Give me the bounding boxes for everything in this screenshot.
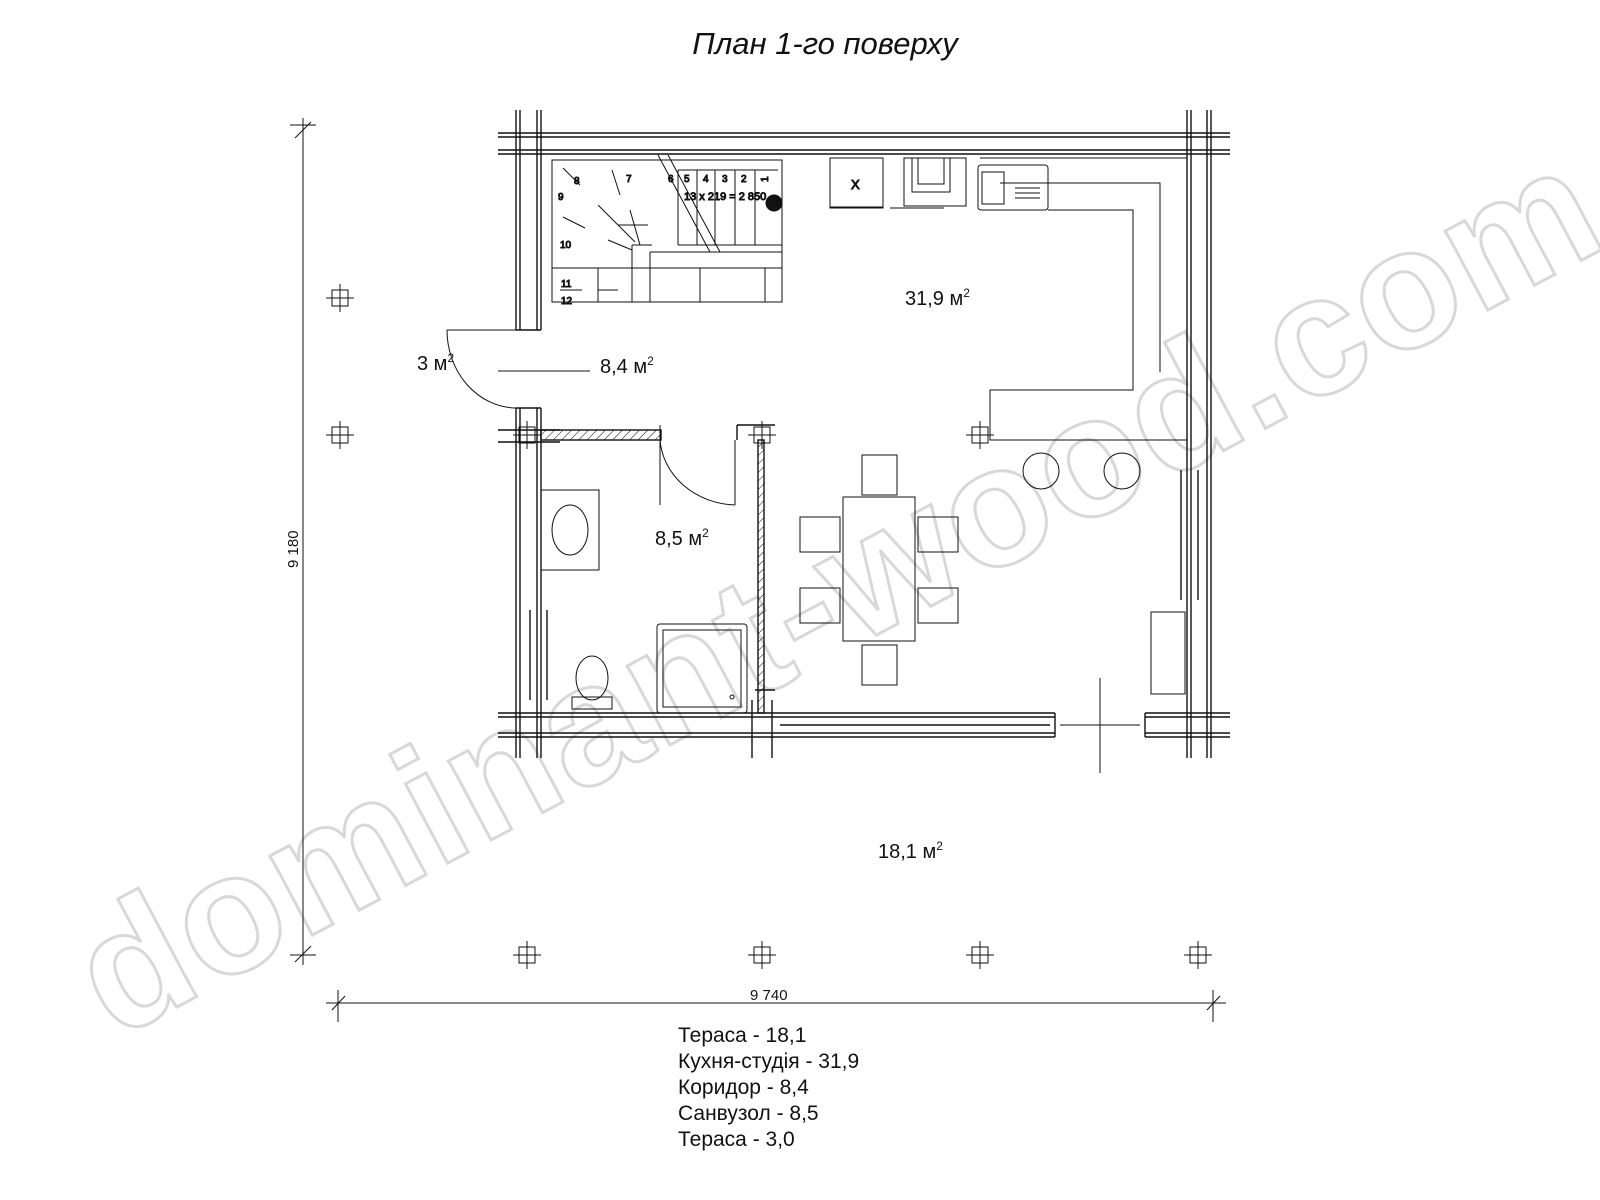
stair-formula: 13 x 219 = 2 850 bbox=[684, 191, 766, 203]
step-6: 6 bbox=[668, 174, 674, 185]
sup: 2 bbox=[702, 526, 709, 540]
step-10: 10 bbox=[560, 240, 572, 251]
width-dimension-label: 9 740 bbox=[750, 987, 788, 1004]
step-12: 12 bbox=[561, 296, 573, 307]
step-11: 11 bbox=[561, 279, 572, 290]
step-4: 4 bbox=[703, 174, 709, 185]
legend-item: Санвузол - 8,5 bbox=[678, 1102, 819, 1125]
column-marker bbox=[326, 284, 354, 312]
step-7: 7 bbox=[626, 174, 632, 185]
legend-item: Коридор - 8,4 bbox=[678, 1076, 809, 1099]
bathroom-fixtures bbox=[540, 489, 748, 714]
sup: 2 bbox=[447, 351, 454, 365]
step-2: 2 bbox=[741, 174, 747, 185]
watermark: dominant-wood.com.ua bbox=[42, 0, 1600, 1074]
step-3: 3 bbox=[722, 174, 728, 185]
dimension-vertical: 9 180 bbox=[285, 118, 316, 965]
sup: 2 bbox=[647, 354, 654, 368]
svg-text:dominant-wood.com.ua: dominant-wood.com.ua bbox=[43, 0, 1600, 1073]
column-marker bbox=[326, 421, 354, 449]
doors bbox=[446, 329, 1140, 773]
stove-mark: X bbox=[851, 177, 860, 192]
area-labels: 31,9 м2 8,4 м2 3 м2 8,5 м2 18,1 м2 bbox=[417, 286, 970, 863]
staircase: 1 2 3 4 5 6 7 8 9 10 11 12 13 x 219 = 2 … bbox=[551, 154, 783, 308]
legend-item: Тераса - 3,0 bbox=[678, 1128, 795, 1151]
step-8: 8 bbox=[574, 176, 580, 187]
legend-item: Кухня-студія - 31,9 bbox=[678, 1050, 860, 1073]
dimension-horizontal: 9 740 bbox=[326, 987, 1226, 1022]
svg-text:31,9 м2: 31,9 м2 bbox=[905, 286, 970, 310]
walls bbox=[498, 110, 1230, 758]
height-dimension-label: 9 180 bbox=[285, 530, 302, 568]
sup: 2 bbox=[936, 839, 943, 853]
kitchen-furniture: X bbox=[829, 157, 1187, 695]
sup: 2 bbox=[963, 286, 970, 300]
terrace-area: 18,1 м bbox=[878, 841, 936, 863]
column-marker bbox=[966, 941, 994, 969]
bathroom-area: 8,5 м bbox=[655, 528, 702, 550]
column-marker bbox=[966, 421, 994, 449]
step-5: 5 bbox=[684, 174, 690, 185]
column-marker bbox=[748, 941, 776, 969]
svg-text:8,4 м2: 8,4 м2 bbox=[600, 354, 654, 378]
svg-text:3 м2: 3 м2 bbox=[417, 351, 454, 375]
legend-item: Тераса - 18,1 bbox=[678, 1024, 807, 1047]
column-marker bbox=[513, 941, 541, 969]
step-9: 9 bbox=[558, 192, 564, 203]
corridor-area: 8,4 м bbox=[600, 356, 647, 378]
step-1: 1 bbox=[760, 176, 771, 182]
plan-title: План 1-го поверху bbox=[692, 26, 958, 61]
dining-set bbox=[799, 454, 959, 686]
svg-text:18,1 м2: 18,1 м2 bbox=[878, 839, 943, 863]
area-legend: Тераса - 18,1 Кухня-студія - 31,9 Коридо… bbox=[678, 1023, 859, 1153]
column-marker bbox=[1184, 941, 1212, 969]
kitchen-area: 31,9 м bbox=[905, 288, 963, 310]
svg-text:8,5 м2: 8,5 м2 bbox=[655, 526, 709, 550]
small-terrace-area: 3 м bbox=[417, 353, 447, 375]
